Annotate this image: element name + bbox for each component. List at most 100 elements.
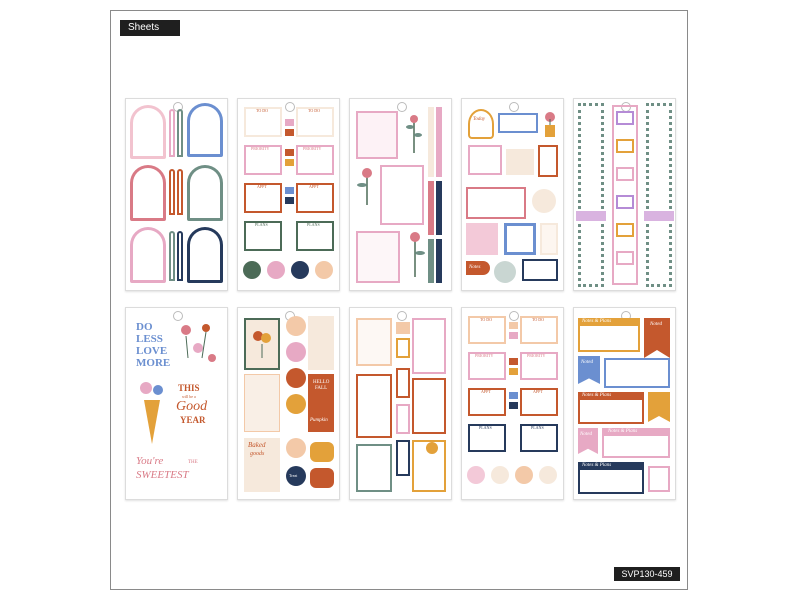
circle-sticker [286,316,306,336]
hanger-hole [397,102,407,112]
flower-pot-icon [542,107,558,137]
todo-label: TO DO [480,317,493,322]
pattern-strip [308,316,334,370]
banner-tab [578,356,600,384]
sticker-sheet-8[interactable] [349,307,452,500]
sticker-sheet-1[interactable] [125,98,228,291]
pumpkin-icon [426,442,438,454]
floral-border-strip [646,103,672,287]
sticker-sheet-6[interactable]: DO LESS LOVE MORE THIS will be a Good YE… [125,307,228,500]
sticker-sheet-9[interactable]: TO DO TO DO PRIORITY PRIORITY APPT APPT … [461,307,564,500]
notes-box [466,187,526,219]
priority-box [468,352,506,380]
arch-frame [187,227,223,283]
todo-box [468,316,506,344]
priority-label: PRIORITY [527,353,546,358]
circle-sticker [286,342,306,362]
hello-label: HELLO [313,380,330,385]
plans-box [244,221,282,251]
baked-goods-card [244,438,280,492]
sticker-sheet-7[interactable]: HELLO FALL Pumpkin Baked goods Treat [237,307,340,500]
sticker-sheet-4[interactable]: Today Notes [461,98,564,291]
notes-box [380,165,424,225]
flower-circle [243,261,261,279]
strip-sticker [428,239,434,283]
noted-label: Noted [580,432,592,437]
notes-tab-label: Notes [469,265,481,270]
noted-label: Noted [581,360,593,365]
flag-sticker [509,332,518,339]
flag-sticker [509,358,518,365]
hanger-hole [509,102,519,112]
ribbon-strip [644,211,674,221]
notes-plans-label: Notes & Plans [582,393,612,398]
notes-plans-box [604,358,670,388]
floral-border-strip [578,103,604,287]
sticker-sheet-10[interactable]: Notes & Plans Noted Noted Notes & Plans … [573,307,676,500]
noted-label: Noted [650,322,662,327]
flag-sticker [509,322,518,329]
sticker-sheet-3[interactable] [349,98,452,291]
strip-sticker [436,239,442,283]
plans-box [520,424,558,452]
leaf-circle [491,466,509,484]
carrot-bouquet-icon [134,378,170,446]
arch-strip [177,231,183,281]
quote-youre: You're [136,455,164,467]
todo-label: TO DO [532,317,545,322]
banner-tab [578,428,598,454]
tab-sticker [466,261,490,275]
flag-sticker [285,159,294,166]
label-box [522,259,558,281]
appt-label: APPT [481,389,491,394]
hanger-hole [173,311,183,321]
sticker-sheet-2[interactable]: TO DO TO DO PRIORITY PRIORITY APPT APPT … [237,98,340,291]
ribbon-strip [576,211,606,221]
leaf-circle [539,466,557,484]
notes-box [356,374,392,438]
arch-frame [187,165,223,221]
strip-sticker [436,107,442,177]
quote-the: THE [188,460,198,465]
flag-sticker [285,119,294,126]
appt-label: APPT [533,389,543,394]
priority-label: PRIORITY [303,146,322,151]
hanger-hole [509,311,519,321]
label-box [504,223,536,255]
solid-box [506,149,534,175]
todo-box [244,107,282,137]
label-box [498,113,538,133]
floral-branch-icon [356,165,378,205]
grid-notes-box [356,111,398,159]
flag-sticker [285,187,294,194]
mini-label [396,338,410,358]
goods-label: goods [250,451,265,457]
pumpkin-label: Pumpkin [310,418,328,423]
quote-do: DO [136,321,153,333]
notes-plans-label: Notes & Plans [582,463,612,468]
circle-sticker [286,368,306,388]
flag-sticker [285,197,294,204]
plans-box [296,221,334,251]
leaf-circle [467,466,485,484]
quote-less: LESS [136,333,163,345]
tall-label-frame [612,105,638,285]
strip-sticker [428,181,434,235]
circle-sticker [286,466,306,486]
tab-label [616,139,634,153]
tag-frame [468,109,494,139]
grid-notes-box [356,231,400,283]
flower-circle [291,261,309,279]
notes-plans-label: Notes & Plans [582,319,612,324]
notes-box [412,318,446,374]
quote-more: MORE [136,357,171,369]
tab-label [616,167,634,181]
product-frame [110,10,688,590]
tab-label [616,195,634,209]
plans-label: PLANS [479,425,492,430]
sticker-sheet-5[interactable] [573,98,676,291]
fall-label: FALL [315,386,328,391]
hanger-hole [397,311,407,321]
arch-frame [130,105,166,159]
plans-box [468,424,506,452]
